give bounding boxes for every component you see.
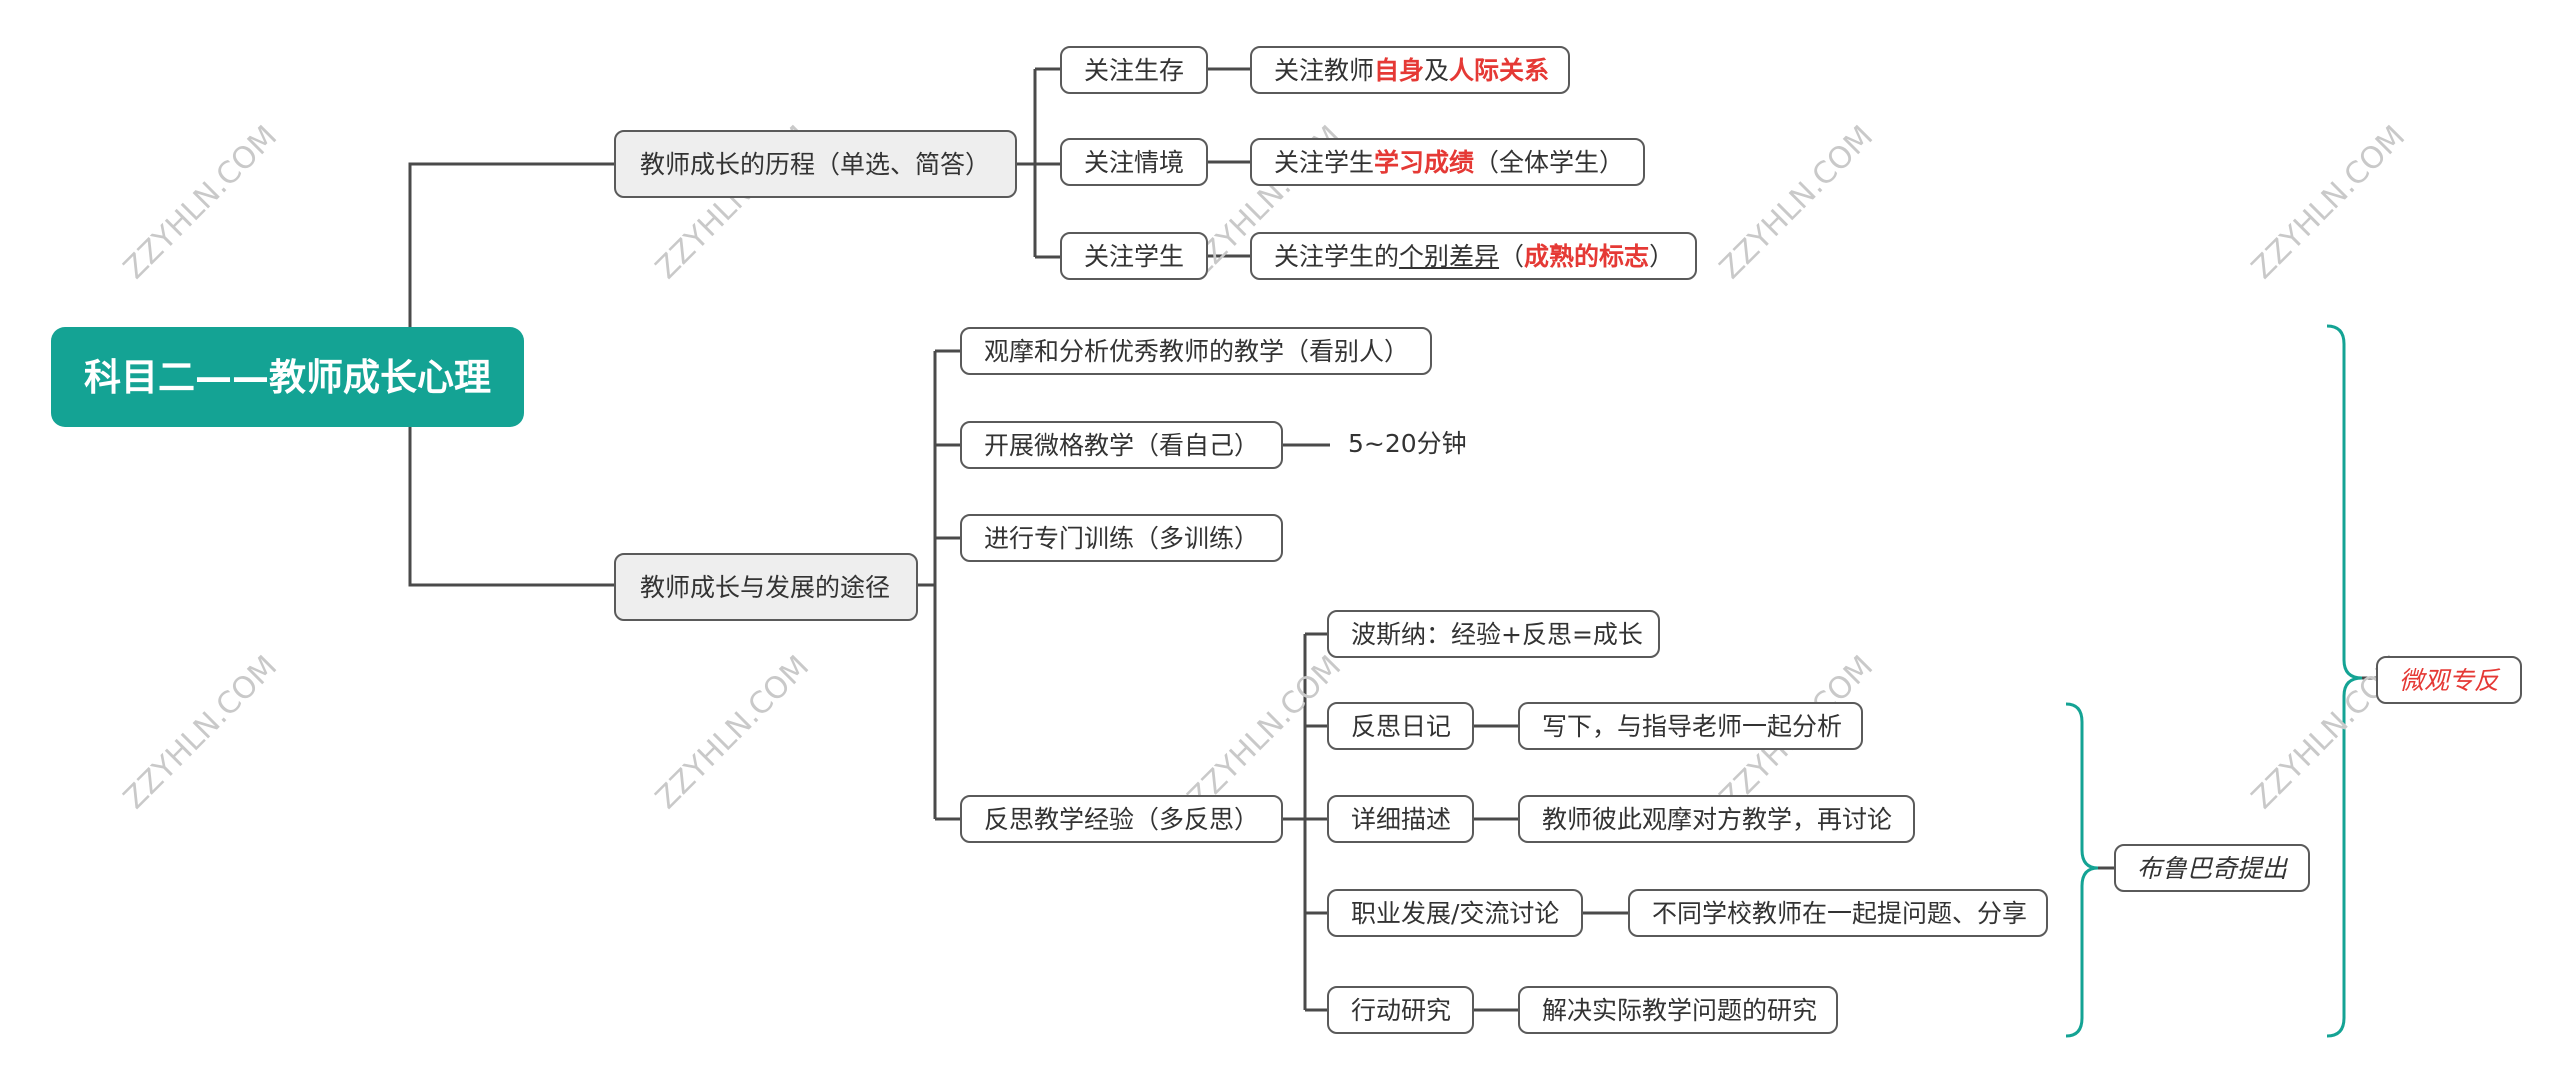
way-label: 进行专门训练（多训练） xyxy=(984,523,1260,553)
desc-text: 及 xyxy=(1424,55,1450,85)
method-desc: 不同学校教师在一起提问题、分享 xyxy=(1652,898,2028,928)
microteaching-duration: 5~20分钟 xyxy=(1348,429,1467,458)
stage-situation[interactable]: 关注情境 xyxy=(1060,138,1208,186)
stage-situation-desc[interactable]: 关注学生学习成绩（全体学生） xyxy=(1250,138,1645,186)
method-posner[interactable]: 波斯纳：经验+反思=成长 xyxy=(1327,610,1660,658)
way-label: 观摩和分析优秀教师的教学（看别人） xyxy=(984,336,1410,366)
highlight-text: 自身 xyxy=(1374,55,1425,85)
branch-growth-stages[interactable]: 教师成长的历程（单选、简答） xyxy=(614,130,1017,198)
outer-brace xyxy=(2326,324,2363,1038)
connector-root-branch1 xyxy=(408,162,614,330)
branch-label: 教师成长与发展的途径 xyxy=(640,572,891,602)
summary-micro-reflection[interactable]: 微观专反 xyxy=(2376,656,2522,704)
highlight-text: 成熟的标志 xyxy=(1524,241,1650,271)
desc-text: 关注学生 xyxy=(1274,147,1375,177)
way-microteaching[interactable]: 开展微格教学（看自己） xyxy=(960,421,1283,469)
desc-text: （全体学生） xyxy=(1474,147,1625,177)
root-topic[interactable]: 科目二——教师成长心理 xyxy=(51,327,524,427)
method-career-desc[interactable]: 不同学校教师在一起提问题、分享 xyxy=(1628,889,2048,937)
way-observe[interactable]: 观摩和分析优秀教师的教学（看别人） xyxy=(960,327,1432,375)
way-reflection[interactable]: 反思教学经验（多反思） xyxy=(960,795,1283,843)
desc-text: 关注教师 xyxy=(1274,55,1375,85)
method-diary-desc[interactable]: 写下，与指导老师一起分析 xyxy=(1518,702,1863,750)
stage-survival[interactable]: 关注生存 xyxy=(1060,46,1208,94)
method-action-research[interactable]: 行动研究 xyxy=(1327,986,1474,1034)
method-desc: 教师彼此观摩对方教学，再讨论 xyxy=(1542,804,1893,834)
connector-branch1-stages xyxy=(1017,67,1060,259)
method-label: 行动研究 xyxy=(1351,995,1452,1025)
connector-root-branch2 xyxy=(408,425,614,587)
connector-method-desc xyxy=(1474,724,1628,1012)
stage-student-desc[interactable]: 关注学生的个别差异（成熟的标志） xyxy=(1250,232,1697,280)
method-desc: 解决实际教学问题的研究 xyxy=(1542,995,1818,1025)
method-describe-desc[interactable]: 教师彼此观摩对方教学，再讨论 xyxy=(1518,795,1915,843)
inner-brace xyxy=(2065,702,2099,1038)
connector-reflection-methods xyxy=(1283,632,1327,1012)
way-label: 反思教学经验（多反思） xyxy=(984,804,1260,834)
stage-label: 关注生存 xyxy=(1084,55,1185,85)
way-training[interactable]: 进行专门训练（多训练） xyxy=(960,514,1283,562)
summary-label: 微观专反 xyxy=(2398,665,2499,695)
stage-student[interactable]: 关注学生 xyxy=(1060,232,1208,280)
stage-label: 关注学生 xyxy=(1084,241,1185,271)
connector-branch2-ways xyxy=(918,349,960,821)
stage-label: 关注情境 xyxy=(1084,147,1185,177)
way-label: 开展微格教学（看自己） xyxy=(984,430,1260,460)
method-label: 反思日记 xyxy=(1351,711,1452,741)
desc-text: （ xyxy=(1499,241,1525,271)
method-describe[interactable]: 详细描述 xyxy=(1327,795,1474,843)
method-label: 职业发展/交流讨论 xyxy=(1351,898,1560,928)
branch-growth-paths[interactable]: 教师成长与发展的途径 xyxy=(614,553,918,621)
method-action-desc[interactable]: 解决实际教学问题的研究 xyxy=(1518,986,1838,1034)
stage-survival-desc[interactable]: 关注教师自身及人际关系 xyxy=(1250,46,1570,94)
connector-stage-desc xyxy=(1208,67,1250,258)
summary-brubacher[interactable]: 布鲁巴奇提出 xyxy=(2114,844,2310,892)
method-label: 详细描述 xyxy=(1351,804,1452,834)
method-label: 波斯纳：经验+反思=成长 xyxy=(1351,619,1643,649)
branch-label: 教师成长的历程（单选、简答） xyxy=(640,149,991,179)
summary-label: 布鲁巴奇提出 xyxy=(2136,853,2287,883)
method-diary[interactable]: 反思日记 xyxy=(1327,702,1474,750)
method-career[interactable]: 职业发展/交流讨论 xyxy=(1327,889,1583,937)
desc-text: ） xyxy=(1649,241,1675,271)
highlight-text: 人际关系 xyxy=(1449,55,1550,85)
underlined-text: 个别差异 xyxy=(1399,241,1500,271)
highlight-text: 学习成绩 xyxy=(1374,147,1475,177)
method-desc: 写下，与指导老师一起分析 xyxy=(1542,711,1843,741)
desc-text: 关注学生的 xyxy=(1274,241,1400,271)
